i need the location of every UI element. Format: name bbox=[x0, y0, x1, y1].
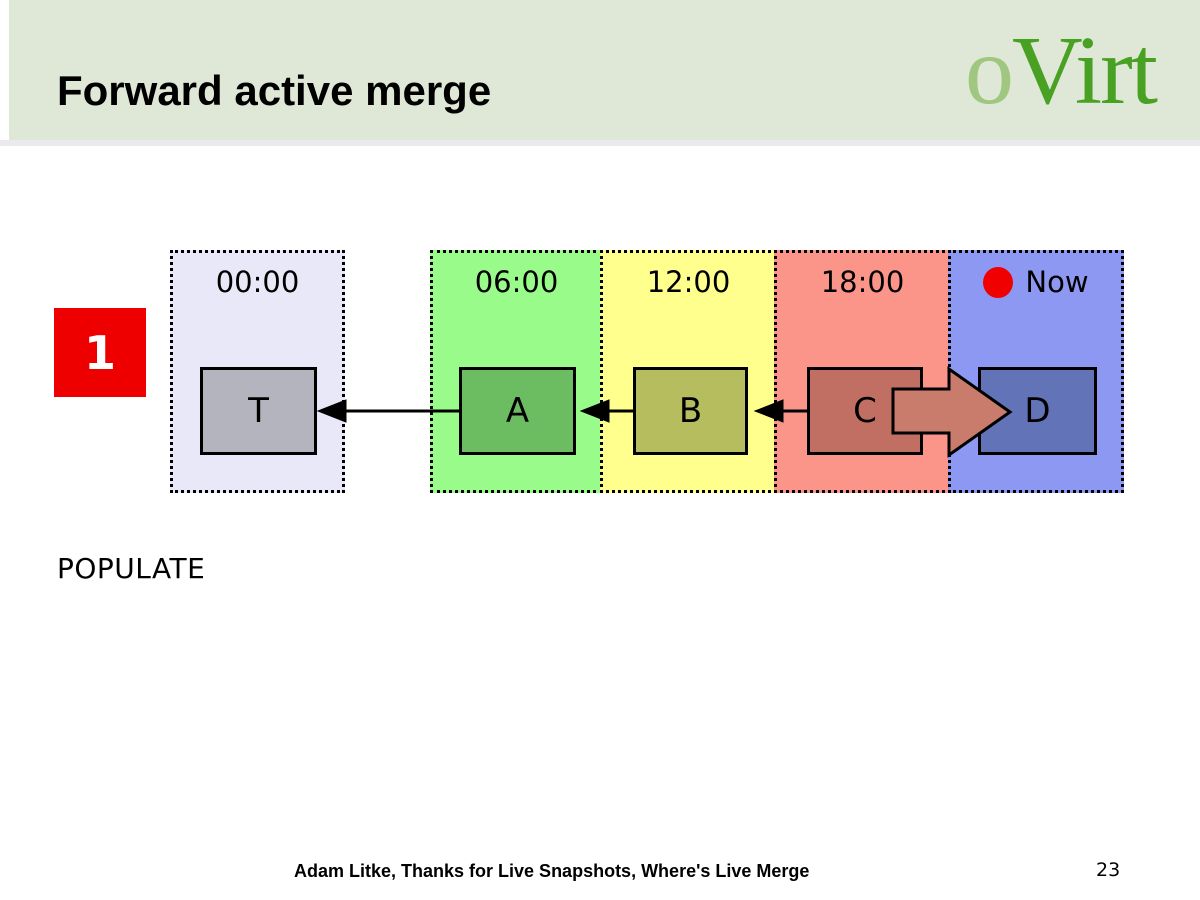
step-number-badge: 1 bbox=[54, 308, 146, 397]
volume-box-a: A bbox=[459, 367, 576, 455]
slide-title: Forward active merge bbox=[57, 67, 492, 114]
volume-box-t: T bbox=[200, 367, 317, 455]
volume-box-b: B bbox=[633, 367, 748, 455]
volume-letter-t: T bbox=[248, 391, 269, 431]
volume-box-c: C bbox=[807, 367, 923, 455]
now-header: Now bbox=[951, 266, 1121, 298]
ovirt-logo-o: o bbox=[965, 17, 1014, 125]
volume-box-d: D bbox=[978, 367, 1097, 455]
volume-letter-a: A bbox=[505, 391, 530, 431]
page-number: 23 bbox=[1096, 859, 1121, 881]
step-caption: POPULATE bbox=[57, 552, 206, 585]
now-label: Now bbox=[1025, 265, 1089, 299]
volume-letter-b: B bbox=[678, 391, 703, 431]
now-dot-icon bbox=[983, 266, 1014, 298]
time-label-0600: 06:00 bbox=[474, 265, 559, 299]
time-label-1200: 12:00 bbox=[646, 265, 731, 299]
header-band bbox=[0, 0, 1200, 140]
time-label-1800: 18:00 bbox=[820, 265, 905, 299]
header-left-notch bbox=[0, 0, 9, 140]
ovirt-logo-virt: Virt bbox=[1012, 17, 1158, 125]
volume-letter-d: D bbox=[1024, 391, 1051, 431]
time-label-0000: 00:00 bbox=[215, 265, 300, 299]
volume-letter-c: C bbox=[853, 391, 877, 431]
footer-credit: Adam Litke, Thanks for Live Snapshots, W… bbox=[294, 861, 810, 881]
header-underline bbox=[0, 140, 1200, 146]
